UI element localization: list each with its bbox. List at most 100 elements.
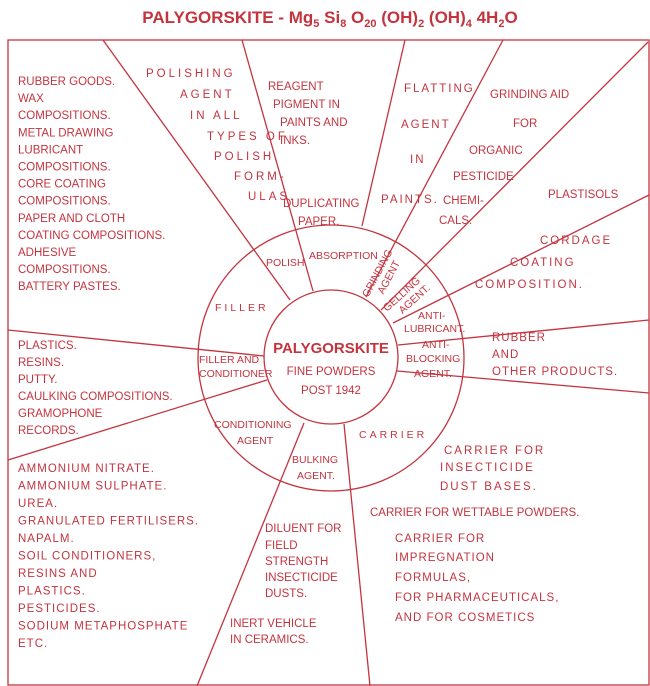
divider-line (380, 41, 649, 311)
label-line: FLATTING (404, 83, 475, 95)
divider-line (102, 39, 291, 301)
label-line: PIGMENT IN (273, 99, 340, 111)
label-line: ADHESIVE (18, 247, 76, 259)
label-line: POLISH (266, 257, 305, 269)
ring-label-filler: FILLER (215, 302, 269, 314)
application-list-filler-conditioner-uses: PLASTICS.RESINS.PUTTY.CAULKING COMPOSITI… (18, 340, 173, 437)
label-line: RESINS AND (18, 568, 98, 580)
label-line: BULKING (292, 454, 338, 466)
label-line: PLASTICS. (18, 340, 77, 352)
center-era: POST 1942 (301, 385, 361, 397)
label-line: PAINTS. (381, 194, 439, 206)
label-line: DUSTS. (265, 588, 307, 600)
label-line: SODIUM METAPHOSPHATE (18, 621, 188, 633)
label-line: SOIL CONDITIONERS, (18, 551, 156, 563)
label-line: INSECTICIDE (265, 572, 338, 584)
application-list-conditioning-uses: AMMONIUM NITRATE. AMMONIUM SULPHATE. UREA.… (18, 463, 199, 650)
label-line: COMPOSITIONS. (18, 110, 111, 122)
label-line: FOR (513, 118, 537, 130)
title-subscript: 5 (313, 18, 319, 30)
application-list-grinding-uses: GRINDING AIDFORORGANICPESTICIDECHEMI-CAL… (439, 89, 569, 227)
label-line: DUST BASES. (440, 481, 538, 493)
label-line: PLASTISOLS (548, 189, 619, 201)
divider-line (365, 39, 504, 298)
label-line: ULAS. (248, 191, 296, 203)
label-line: ETC. (18, 638, 48, 650)
label-line: PAPER AND CLOTH (18, 213, 125, 225)
center-subtitle: FINE POWDERS (287, 366, 376, 378)
label-line: CALS. (439, 215, 472, 227)
label-line: CARRIER FOR (444, 445, 545, 457)
ring-label-bulking-agent: BULKING AGENT. (292, 454, 338, 482)
label-line: COMPOSITIONS. (18, 196, 111, 208)
label-line: AMMONIUM SULPHATE. (18, 481, 167, 493)
diagram-title: PALYGORSKITE - Mg5 Si8 O20 (OH)2 (OH)4 4… (142, 8, 517, 30)
label-line: GRANULATED FERTILISERS. (18, 516, 199, 528)
label-line: TYPES OF (207, 131, 288, 143)
title-subscript: 4 (466, 18, 473, 30)
divider-line (361, 39, 406, 227)
label-line: POLISH (214, 151, 274, 163)
divider-line (196, 422, 305, 686)
divider-line (241, 39, 314, 292)
application-list-bulking-uses-a: DILUENT FORFIELDSTRENGTHINSECTICIDEDUSTS… (265, 523, 341, 600)
label-line: DUPLICATING (283, 198, 360, 210)
title-subscript: 20 (364, 18, 376, 30)
label-line: PESTICIDES. (18, 603, 101, 615)
ring-label-polish: POLISH (266, 257, 305, 269)
label-line: AND (492, 349, 519, 361)
label-line: IN (410, 154, 426, 166)
divider-line (396, 370, 650, 394)
label-line: IMPREGNATION (395, 552, 495, 564)
application-list-carrier-uses-b: CARRIER FOR WETTABLE POWDERS. (370, 507, 579, 519)
label-line: GRINDING AID (490, 89, 569, 101)
label-line: LUBRICANT. (404, 323, 465, 335)
label-line: STRENGTH (265, 556, 328, 568)
label-line: COATING (510, 257, 576, 269)
label-line: CONDITIONING (214, 419, 292, 431)
label-line: COMPOSITIONS. (18, 264, 111, 276)
label-line: AMMONIUM NITRATE. (18, 463, 155, 475)
label-line: PLASTICS. (18, 586, 86, 598)
label-line: POLISHING (146, 68, 236, 80)
divider-line (7, 329, 265, 357)
label-line: FILLER (215, 302, 269, 314)
label-line: ORGANIC (469, 145, 523, 157)
label-line: INERT VEHICLE (230, 618, 317, 630)
ring-label-absorption: ABSORPTION (309, 250, 378, 262)
label-line: AGENT. (297, 470, 335, 482)
application-list-bulking-uses-b: INERT VEHICLE IN CERAMICS. (230, 618, 317, 646)
label-line: UREA. (18, 498, 58, 510)
ring-label-carrier: CARRIER (359, 429, 424, 441)
sector-dividers (7, 39, 650, 686)
title-segment: (OH) (377, 8, 419, 27)
label-line: AND FOR COSMETICS (395, 612, 535, 624)
divider-line (343, 423, 371, 686)
label-line: CAULKING COMPOSITIONS. (18, 391, 173, 403)
label-line: RECORDS. (18, 425, 79, 437)
label-line: NAPALM. (18, 533, 75, 545)
label-line: INSECTICIDE (440, 462, 535, 474)
label-line: FORM- (234, 171, 287, 183)
label-line: WAX (18, 93, 44, 105)
title-segment: Si (319, 8, 340, 27)
label-line: OTHER PRODUCTS. (492, 366, 618, 378)
ring-label-anti-lubricant: ANTI-LUBRICANT. (404, 310, 465, 335)
title-segment: PALYGORSKITE - Mg (142, 8, 313, 27)
label-line: IN CERAMICS. (230, 634, 309, 646)
label-line: ANTI- (418, 310, 446, 322)
label-line: BLOCKING (406, 353, 460, 365)
title-subscript: 2 (418, 18, 424, 30)
application-list-carrier-uses-a: CARRIER FOR INSECTICIDE DUST BASES. (440, 445, 545, 493)
label-line: AGENT (180, 89, 235, 101)
label-line: DILUENT FOR (265, 523, 341, 535)
